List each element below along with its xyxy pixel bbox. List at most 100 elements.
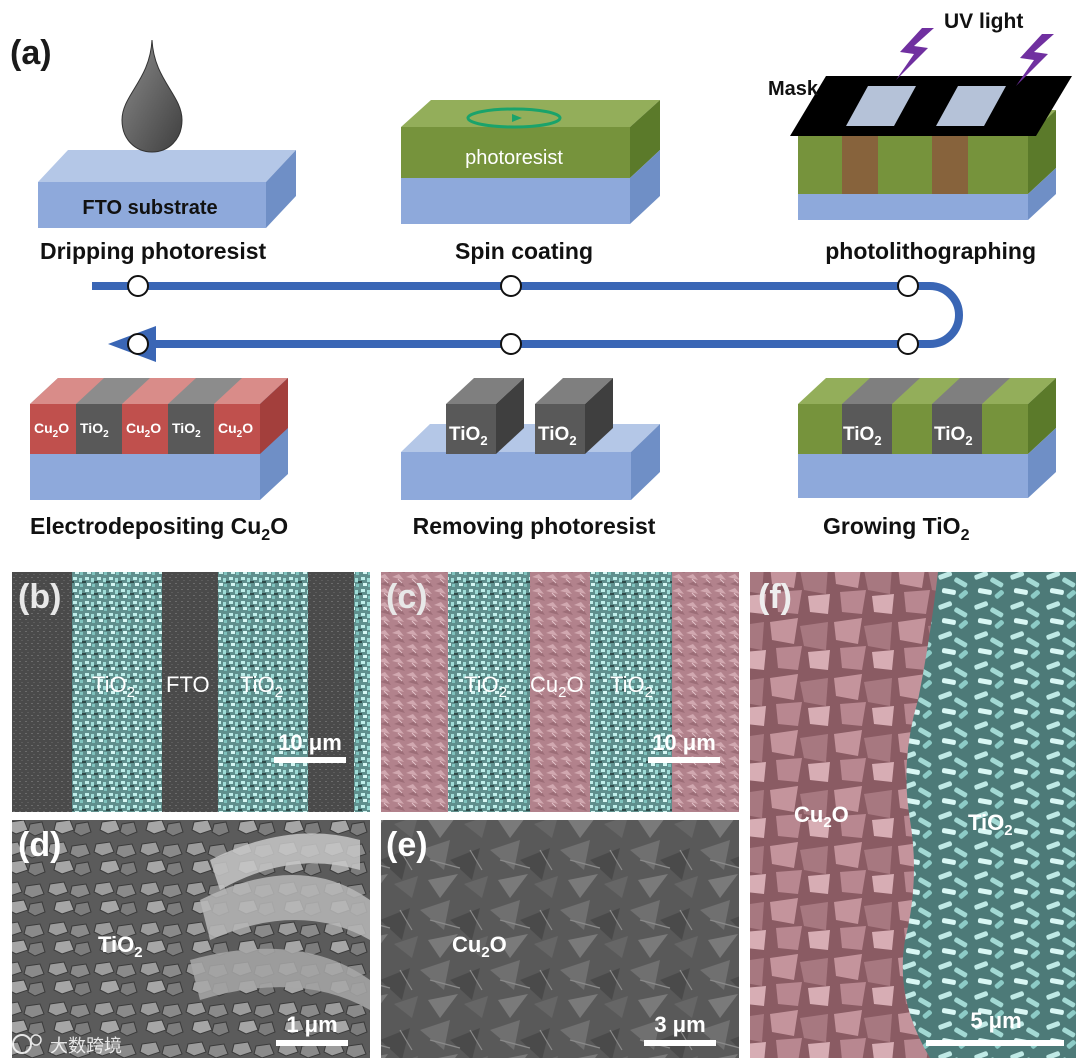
ed-top-cu1 xyxy=(30,378,104,404)
ed-side-cu xyxy=(260,378,288,454)
photoresist-top xyxy=(401,100,660,127)
scale-bar xyxy=(274,757,346,763)
scale-bar-text: 1 μm xyxy=(286,1012,337,1037)
tio2-label: TiO2 xyxy=(98,932,143,961)
tio2-text: TiO2 xyxy=(449,424,488,448)
flow-node xyxy=(127,333,149,355)
pl-substrate-side xyxy=(1028,168,1056,220)
tio2-stripe xyxy=(72,572,162,812)
tio2-text: TiO2 xyxy=(80,420,109,440)
watermark: 大数跨境 xyxy=(12,1034,122,1056)
tio2-stripe xyxy=(218,572,308,812)
gr-top-tio2-1 xyxy=(842,378,920,404)
cu2o-region xyxy=(750,572,938,1058)
scale-bar-text: 3 μm xyxy=(654,1012,705,1037)
flow-node xyxy=(897,275,919,297)
tio2-label: TiO2 xyxy=(240,672,283,701)
step-dripping-label: Dripping photoresist xyxy=(40,238,267,264)
rod-highlight xyxy=(210,833,360,890)
tio2-text: TiO2 xyxy=(934,424,973,448)
flow-node xyxy=(897,333,919,355)
step-dripping: FTO substrate Dripping photoresist xyxy=(38,39,296,264)
tio2-stripe xyxy=(590,572,672,812)
rm-tio2-side-2 xyxy=(585,378,613,454)
scale-bar xyxy=(648,757,720,763)
panel-f-label: (f) xyxy=(758,578,792,616)
scale-bar xyxy=(644,1040,716,1046)
step-electrodepositing: Cu2O TiO2 Cu2O TiO2 Cu2O Electrodepositi… xyxy=(30,378,288,544)
uv-text: UV light xyxy=(944,10,1023,33)
scale-bar xyxy=(926,1040,1064,1046)
substrate-text: FTO substrate xyxy=(82,197,217,219)
flow-node xyxy=(500,333,522,355)
watermark-text: 大数跨境 xyxy=(50,1036,122,1056)
panel-c: (c) TiO2 Cu2O TiO2 10 μm xyxy=(381,572,739,812)
spin-arrow-icon xyxy=(466,107,562,129)
step-photolithography: Mask UV light photolithographing xyxy=(768,10,1072,264)
gr-substrate-front xyxy=(798,454,1028,498)
step-growing-label: Growing TiO2 xyxy=(823,513,970,544)
watermark-logo-icon xyxy=(30,1034,42,1046)
cu2o-block xyxy=(214,404,260,454)
cu2o-block xyxy=(30,404,76,454)
mask-window-2 xyxy=(936,86,1006,126)
panel-a-label: (a) xyxy=(10,34,52,72)
rm-tio2-top-1 xyxy=(446,378,524,404)
mask xyxy=(790,76,1072,136)
tio2-text: TiO2 xyxy=(172,420,201,440)
cu2o-text: Cu2O xyxy=(218,420,253,440)
panel-c-background xyxy=(381,572,739,812)
gr-tio2-front-2 xyxy=(932,404,982,454)
cu2o-text: Cu2O xyxy=(126,420,161,440)
rm-tio2-top-2 xyxy=(535,378,613,404)
step-spin-coating: photoresist Spin coating xyxy=(401,100,660,264)
uv-bolt-icon-1 xyxy=(896,28,934,80)
ed-top-cu3 xyxy=(214,378,288,404)
pl-substrate-front xyxy=(798,194,1028,220)
substrate-side xyxy=(266,150,296,228)
mask-text: Mask xyxy=(768,78,819,100)
rm-substrate-top xyxy=(401,424,660,452)
scale-bar-text: 10 μm xyxy=(652,730,716,755)
rm-tio2-front-1 xyxy=(446,404,496,454)
flow-node xyxy=(127,275,149,297)
cu2o-block xyxy=(122,404,168,454)
cu2o-label: Cu2O xyxy=(452,932,507,961)
ed-top-cu2 xyxy=(122,378,196,404)
panel-b-background xyxy=(12,572,370,812)
cu2o-label: Cu2O xyxy=(794,802,849,831)
step-removing-label: Removing photoresist xyxy=(413,513,656,539)
panel-d-label: (d) xyxy=(18,826,61,864)
substrate-front xyxy=(38,182,266,228)
gr-photoresist-front xyxy=(798,404,1028,454)
rod-highlight xyxy=(200,875,370,940)
flow-line xyxy=(92,282,963,348)
panel-b-label: (b) xyxy=(18,578,61,616)
step-electrodepositing-label: Electrodepositing Cu2O xyxy=(30,513,288,544)
panel-f: (f) Cu2O TiO2 5 μm xyxy=(750,572,1076,1058)
fto-label: FTO xyxy=(166,672,210,697)
flow-node xyxy=(500,275,522,297)
gr-side xyxy=(1028,378,1056,454)
watermark-logo-icon xyxy=(12,1034,32,1054)
rm-substrate-front xyxy=(401,452,631,500)
exposed-region-2 xyxy=(932,136,968,194)
photoresist-front xyxy=(401,127,630,178)
scale-bar-text: 5 μm xyxy=(970,1008,1021,1033)
step-spin-label: Spin coating xyxy=(455,238,593,264)
panel-e-label: (e) xyxy=(386,826,428,864)
panel-d: (d) TiO2 1 μm xyxy=(12,820,370,1058)
panel-b: (b) TiO2 FTO TiO2 10 μm xyxy=(12,572,370,812)
photoresist-drop-icon xyxy=(121,39,183,153)
tio2-label: TiO2 xyxy=(610,672,653,701)
tio2-text: TiO2 xyxy=(538,424,577,448)
rm-tio2-side-1 xyxy=(496,378,524,454)
gr-tio2-front-1 xyxy=(842,404,892,454)
step-growing: TiO2 TiO2 Growing TiO2 xyxy=(798,378,1056,544)
cu2o-text: Cu2O xyxy=(34,420,69,440)
photoresist-side xyxy=(630,100,660,178)
substrate-front-2 xyxy=(401,178,630,224)
tio2-label: TiO2 xyxy=(968,810,1013,839)
substrate-side-2 xyxy=(630,150,660,224)
